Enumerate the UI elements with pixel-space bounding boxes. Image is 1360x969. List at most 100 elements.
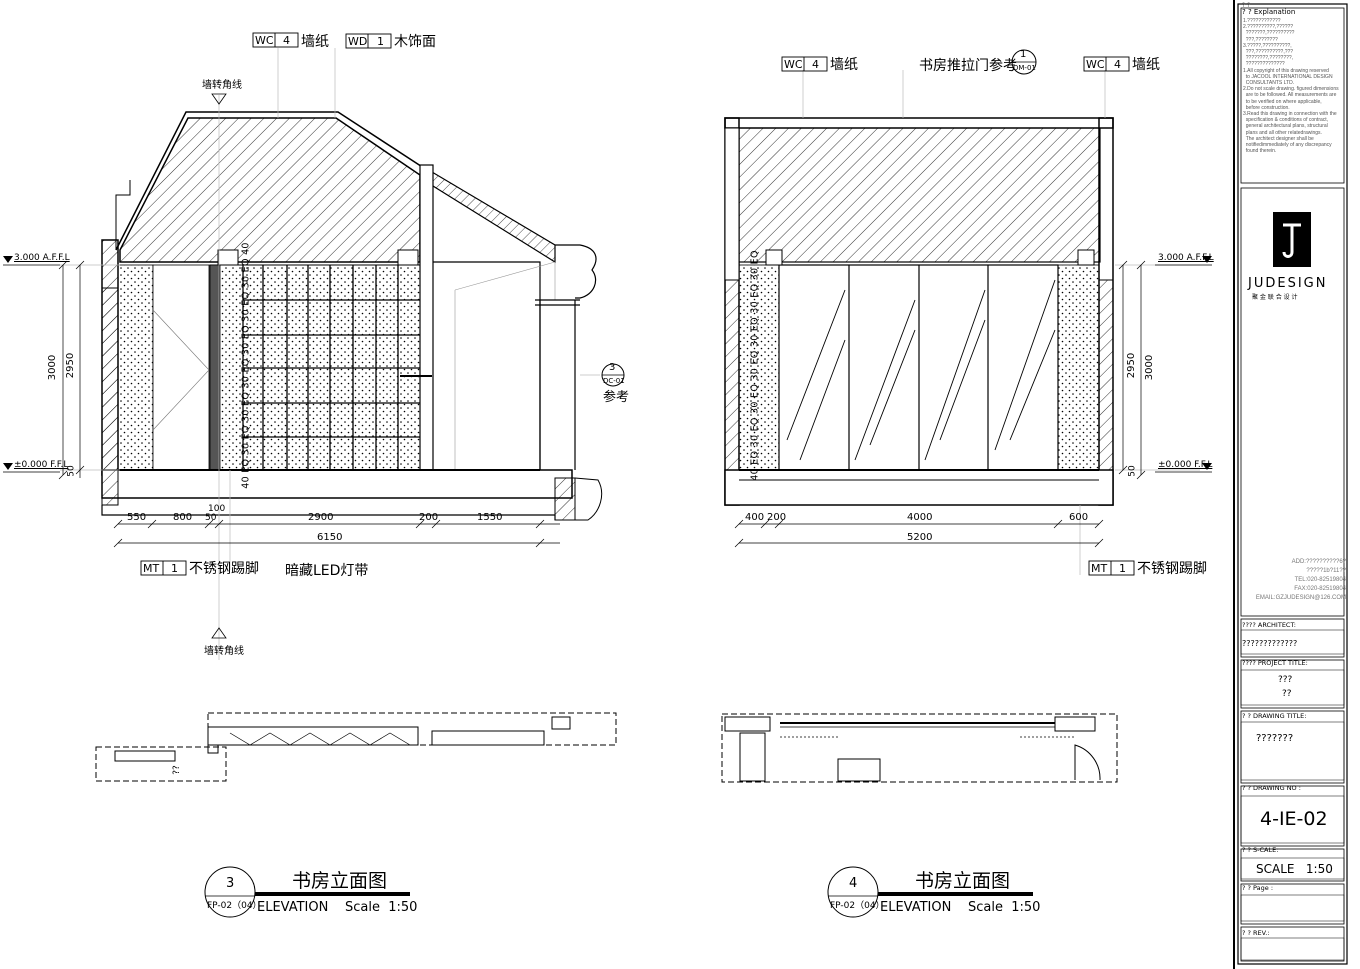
elev3-title-ref: FP-02（04） <box>207 901 262 911</box>
dim-5200: 5200 <box>907 532 933 543</box>
wc-tag-num: 4 <box>283 34 290 47</box>
note-line: 2.??????????,?????? <box>1243 24 1294 31</box>
project-label: ???? PROJECT TITLE: <box>1242 659 1308 667</box>
door-ref-text: 书房推拉门参考 <box>919 58 1017 74</box>
note-line: 3.?????,??????????, <box>1243 42 1292 49</box>
eq-dims-wall: 40 EQ 30 EQ 30 EQ 30 EQ 30 EQ 30 EQ 30 E… <box>749 250 761 481</box>
note-line: CONSULTANTS LTD. <box>1243 80 1295 87</box>
project-value-2: ?? <box>1282 689 1292 699</box>
dim-2950-left: 2950 <box>65 352 77 379</box>
dim-400: 400 <box>745 512 765 523</box>
page-label: ? ? Page : <box>1242 884 1274 892</box>
led-strip-label: 暗藏LED灯带 <box>285 563 369 579</box>
logo-sub: 聚 金 联 合 设 计 <box>1252 294 1298 301</box>
section-num: 3 <box>609 362 616 373</box>
address-line: ?????1b?11?? <box>1306 568 1346 574</box>
project-value-1: ??? <box>1278 675 1293 685</box>
architect-label: ???? ARCHITECT: <box>1242 621 1296 629</box>
title-block <box>1233 0 1348 969</box>
dim-4000: 4000 <box>907 512 933 523</box>
note-line: before construction. <box>1243 104 1290 111</box>
dim-100: 100 <box>208 504 226 514</box>
elevation-4 <box>721 49 1212 918</box>
note-line: ?????????????? <box>1243 61 1285 68</box>
corner-line-bottom: 墙转角线 <box>204 646 244 657</box>
dim-50-b: 50 <box>205 513 217 523</box>
dim-3000-left: 3000 <box>47 354 59 381</box>
dim-1550: 1550 <box>477 512 503 523</box>
eq-dims-shelf: 40 EQ 30 EQ 30 EQ 30 EQ 30 EQ 30 EQ 30 E… <box>240 242 252 489</box>
elev4-title-cn: 书房立面图 <box>915 870 1011 892</box>
note-line: ???,???????? <box>1243 36 1278 43</box>
drawing-title-value: ??????? <box>1256 733 1294 744</box>
wd-tag-code: WD <box>348 35 368 48</box>
wd-tag-num: 1 <box>377 35 384 48</box>
wallpaper-4-right <box>1057 264 1100 471</box>
address-line: FAX:020-82519804 <box>1294 586 1346 592</box>
dim-200: 200 <box>419 512 439 523</box>
level-top-left: 3.000 A.F.F.L <box>14 253 70 263</box>
note-line: ???????,?????????? <box>1243 30 1295 37</box>
elevation-3 <box>3 32 625 918</box>
dim-550: 550 <box>127 512 147 523</box>
wallpaper-left <box>117 264 154 471</box>
note-line: are to be followed. All measurements are <box>1243 92 1337 99</box>
dim-2900: 2900 <box>308 512 334 523</box>
note-line: plans and all other relatedrawings. <box>1243 129 1322 136</box>
architect-value: ????????????? <box>1242 639 1298 648</box>
note-line: 1.All copyright of this drawing reserved <box>1243 67 1329 74</box>
dim-2950-right: 2950 <box>1126 352 1138 379</box>
section-text: 参考 <box>603 390 630 405</box>
address-block: ADD:??????????6? ?????1b?11?? TEL:020-8251… <box>1246 558 1346 603</box>
note-line: 3.Read this drawing in connection with t… <box>1243 111 1337 118</box>
dim-50-left: 50 <box>66 465 77 477</box>
scale-label: ? ? S-CALE: <box>1242 846 1279 854</box>
elev4-title-num: 4 <box>849 876 858 891</box>
wc-l-tag-code: WC <box>784 58 803 71</box>
elev4-title-ref: FP-02（04） <box>830 901 885 911</box>
corner-line-top: 墙转角线 <box>202 80 242 91</box>
door-ref-code: DM-01 <box>1013 64 1036 72</box>
note-line: to be verified on where applicable, <box>1243 98 1322 105</box>
elev3-title-en: ELEVATION <box>257 900 329 915</box>
roof-slope-right <box>431 170 556 264</box>
wc-tag-code: WC <box>255 34 274 47</box>
drawing-title-label: ? ? DRAWING TITLE: <box>1242 712 1307 720</box>
level-bottom-right: ±0.000 F.F.L <box>1158 460 1213 470</box>
mt-r-tag-num: 1 <box>1119 562 1126 575</box>
elev4-title-en: ELEVATION <box>880 900 952 915</box>
ceiling-hatch-left <box>119 117 421 263</box>
wc-r-tag-code: WC <box>1086 58 1105 71</box>
address-line: TEL:020-82519804 <box>1294 577 1346 583</box>
wd-tag-text: 木饰面 <box>394 34 436 50</box>
address-line: ADD:??????????6? <box>1291 559 1346 565</box>
elev3-title-scale: Scale 1:50 <box>345 900 418 915</box>
dim-6150: 6150 <box>317 532 343 543</box>
dim-3000-right: 3000 <box>1144 354 1156 381</box>
notes-list: 1.????????????2.??????????,?????? ??????… <box>1243 18 1348 154</box>
note-line: 2.Do not scale drawing. figured dimensio… <box>1243 86 1339 93</box>
note-line: found therein. <box>1243 148 1277 155</box>
note-line: ????????,????????, <box>1243 55 1294 62</box>
wc-tag-text: 墙纸 <box>301 34 329 50</box>
level-bottom-left: ±0.000 F.F.L <box>14 460 69 470</box>
mt-r-tag-code: MT <box>1091 562 1108 575</box>
mt-tag-code: MT <box>143 562 160 575</box>
note-line: 1.???????????? <box>1243 18 1281 24</box>
elev4-title-scale: Scale 1:50 <box>968 900 1041 915</box>
note-line: general architectural plans, structural <box>1243 123 1328 130</box>
elev3-title-cn: 书房立面图 <box>292 870 388 892</box>
note-line: to JACOOL INTERNATIONAL DESIGN <box>1243 73 1333 80</box>
plan-label: ?? <box>171 765 182 775</box>
address-line: EMAIL:GZJUDESIGN@126.COM <box>1255 595 1346 601</box>
dim-50-right: 50 <box>1127 465 1138 477</box>
note-line: specification & conditions of contract, <box>1243 117 1329 124</box>
mt-tag-text: 不锈钢踢脚 <box>189 561 259 577</box>
dim-600: 600 <box>1069 512 1089 523</box>
dim-200-r: 200 <box>767 512 787 523</box>
door-ref-num: 1 <box>1020 49 1027 60</box>
dim-800: 800 <box>173 512 193 523</box>
explanation-label: ? ? Explanation <box>1242 8 1296 16</box>
drawing-no-value: 4-IE-02 <box>1260 808 1328 830</box>
wc-r-tag-text: 墙纸 <box>1132 57 1160 73</box>
